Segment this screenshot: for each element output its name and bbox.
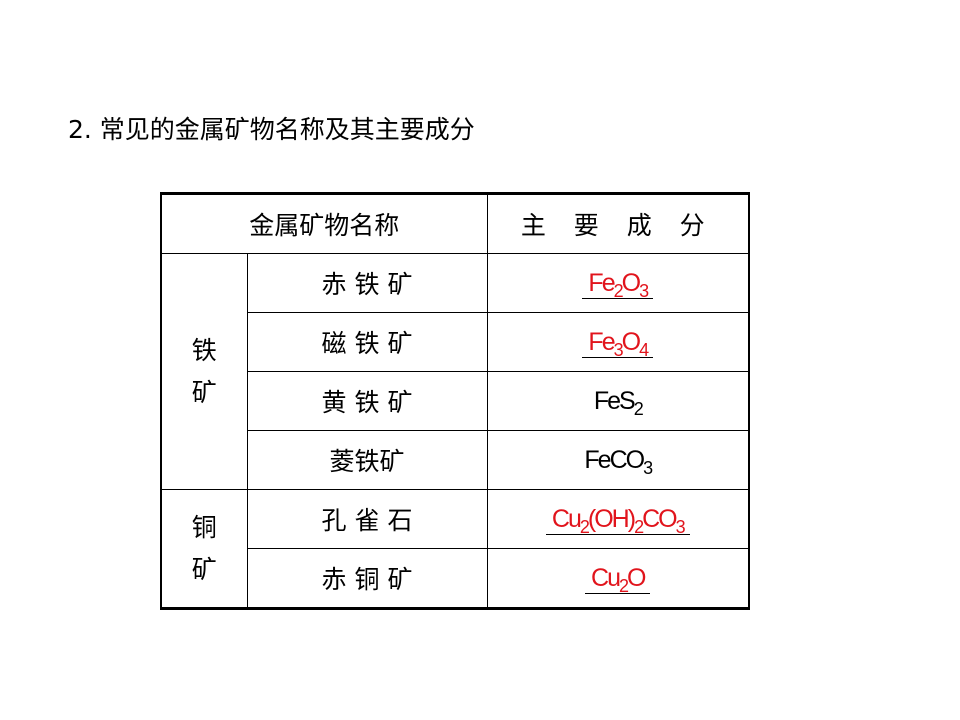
table-row: 菱铁矿 FeCO3 bbox=[161, 430, 750, 490]
mineral-name: 菱铁矿 bbox=[246, 430, 488, 490]
header-mineral-name: 金属矿物名称 bbox=[160, 193, 488, 254]
header-composition: 主 要 成 分 bbox=[486, 193, 750, 254]
composition-cell: Cu2(OH)2CO3 bbox=[486, 489, 750, 549]
group-label-line: 矿 bbox=[191, 554, 217, 584]
mineral-name: 赤 铜 矿 bbox=[246, 548, 488, 609]
group-label-line: 铁 bbox=[191, 335, 217, 365]
mineral-name: 孔 雀 石 bbox=[246, 489, 488, 549]
group-label-line: 矿 bbox=[191, 377, 217, 407]
table-row: 磁 铁 矿 Fe3O4 bbox=[161, 312, 750, 372]
header-row: 金属矿物名称 主 要 成 分 bbox=[160, 193, 750, 254]
formula-answer: Fe2O3 bbox=[582, 268, 654, 300]
table-row: 赤 铜 矿 Cu2O bbox=[161, 548, 750, 609]
composition-cell: FeCO3 bbox=[486, 430, 750, 490]
table-row: 铁 矿 赤 铁 矿 Fe2O3 bbox=[160, 253, 750, 490]
page-heading: 2. 常见的金属矿物名称及其主要成分 bbox=[68, 115, 475, 144]
mineral-table: 金属矿物名称 主 要 成 分 铁 矿 赤 铁 矿 Fe2O3 磁 铁 矿 Fe3… bbox=[160, 192, 751, 610]
group-label-line: 铜 bbox=[191, 512, 217, 542]
mineral-name: 黄 铁 矿 bbox=[246, 371, 488, 431]
group-iron-ore: 铁 矿 bbox=[160, 253, 248, 490]
composition-cell: Fe2O3 bbox=[486, 253, 750, 313]
formula-answer: Cu2(OH)2CO3 bbox=[545, 504, 690, 536]
composition-cell: Fe3O4 bbox=[486, 312, 750, 372]
composition-cell: Cu2O bbox=[486, 548, 750, 609]
group-copper-ore: 铜 矿 bbox=[160, 489, 248, 609]
formula-answer: Fe3O4 bbox=[582, 327, 654, 359]
mineral-name: 赤 铁 矿 bbox=[246, 253, 488, 313]
table-row: 黄 铁 矿 FeS2 bbox=[161, 371, 750, 431]
mineral-name: 磁 铁 矿 bbox=[246, 312, 488, 372]
table-row: 铜 矿 孔 雀 石 Cu2(OH)2CO3 bbox=[160, 489, 750, 609]
formula-answer: Cu2O bbox=[585, 563, 651, 595]
formula-given: FeCO3 bbox=[584, 446, 653, 478]
formula-given: FeS2 bbox=[593, 387, 644, 419]
composition-cell: FeS2 bbox=[486, 371, 750, 431]
